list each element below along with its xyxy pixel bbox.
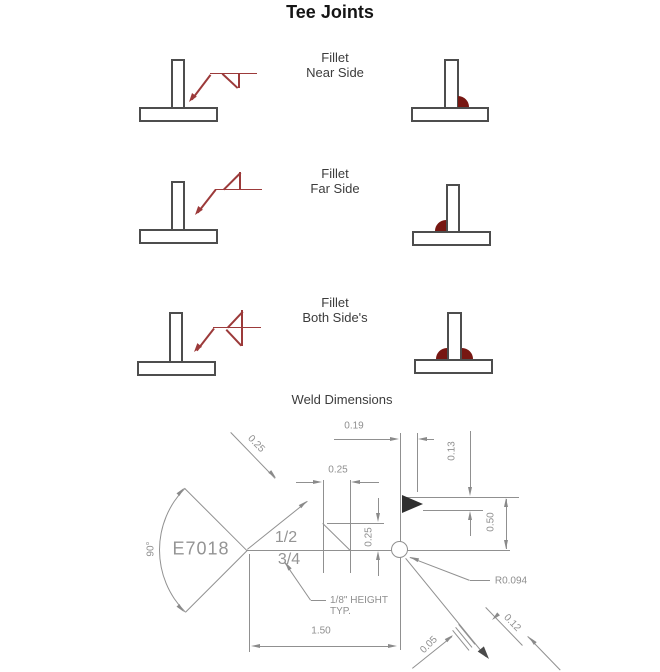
- weld-size-far-label: 3/4: [277, 551, 301, 568]
- tee-flange: [137, 361, 216, 376]
- row-label-far-side: Fillet Far Side: [270, 166, 400, 196]
- enlarged-arrowhead-icon: [402, 495, 423, 513]
- dimension-line: [258, 645, 390, 647]
- dim-arrowhead-icon: [251, 643, 260, 648]
- weld-symbol-reference-line: [215, 188, 262, 190]
- dim-arrow-tip-length-label: 0.12: [501, 612, 523, 634]
- dim-arrowhead-icon: [390, 436, 399, 441]
- dimension-line: [505, 499, 507, 549]
- dimension-line: [334, 438, 391, 440]
- extension-line: [323, 480, 324, 573]
- row-label-both-sides: Fillet Both Side's: [270, 295, 400, 325]
- dim-arrowhead-icon: [376, 512, 380, 522]
- extension-line: [417, 433, 418, 492]
- row-label-line2: Both Side's: [302, 310, 368, 325]
- tee-stem: [171, 181, 185, 231]
- dim-arrowhead-height-label: 0.13: [446, 441, 458, 461]
- fillet-symbol-leg: [241, 310, 243, 346]
- page-title: Tee Joints: [286, 2, 374, 22]
- dim-arrowhead-icon: [418, 436, 427, 441]
- dim-arrowhead-icon: [504, 539, 508, 549]
- weld-bead-far: [435, 220, 446, 231]
- dim-leg-width-label: 0.25: [328, 464, 348, 476]
- tee-stem: [169, 312, 183, 362]
- extension-line: [350, 480, 351, 573]
- arrowhead-bottom-line: [423, 509, 483, 511]
- fillet-symbol-hypotenuse: [221, 73, 239, 89]
- reference-line: [247, 549, 510, 551]
- weld-bead-right: [462, 348, 473, 359]
- row-label-near-side: Fillet Near Side: [270, 50, 400, 80]
- dim-arrowhead-icon: [527, 635, 537, 645]
- weld-symbol-arrowhead-icon: [192, 206, 203, 217]
- arrow-line-arrowhead-icon: [477, 645, 493, 662]
- dim-arrowhead-icon: [468, 486, 472, 496]
- electrode-label: E7018: [172, 538, 230, 559]
- dim-leg-height-label: 0.25: [363, 527, 375, 547]
- dimension-line: [426, 438, 434, 440]
- bend-radius-circle: [391, 541, 408, 558]
- dim-bend-radius-label: R0.094: [494, 575, 528, 587]
- tee-stem: [444, 59, 459, 109]
- dim-arrowhead-length-label: 0.19: [344, 420, 364, 432]
- weld-bead-near: [458, 96, 469, 107]
- tee-flange: [411, 107, 489, 122]
- angle-dimension-arc: [159, 462, 335, 638]
- fillet-symbol-leg: [239, 172, 241, 189]
- row-label-line1: Fillet: [321, 295, 349, 310]
- dim-arrowhead-icon: [313, 479, 322, 484]
- row-label-line2: Near Side: [306, 65, 364, 80]
- weld-size-near-label: 1/2: [274, 529, 298, 546]
- weld-dimensions-heading: Weld Dimensions: [291, 392, 393, 407]
- tee-stem: [446, 184, 460, 233]
- tee-stem: [171, 59, 185, 109]
- row-label-line1: Fillet: [321, 166, 349, 181]
- text-height-note: 1/8" HEIGHT TYP.: [330, 595, 388, 617]
- dim-reference-length-label: 1.50: [311, 625, 331, 637]
- fillet-symbol-leg: [238, 73, 240, 88]
- leader-line: [470, 579, 490, 581]
- arrowhead-top-line: [402, 496, 519, 498]
- dimension-line: [377, 559, 379, 576]
- dimension-line: [359, 481, 379, 483]
- dim-arrowhead-icon: [504, 497, 508, 507]
- row-label-line1: Fillet: [321, 50, 349, 65]
- weld-symbol-reference-line: [210, 72, 257, 74]
- weld-symbol-arrowhead-icon: [186, 93, 197, 104]
- dimension-line: [296, 481, 314, 483]
- weld-symbol-arrowhead-icon: [191, 343, 202, 354]
- dimension-line: [377, 498, 379, 514]
- tee-flange: [139, 107, 218, 122]
- tail-angle-label: 90°: [145, 541, 157, 557]
- weld-bead-left: [436, 348, 447, 359]
- text-height-note-line1: 1/8" HEIGHT: [330, 595, 389, 606]
- dim-arrowhead-icon: [388, 643, 397, 648]
- dim-offset-height-label: 0.50: [485, 512, 497, 532]
- dim-arrowhead-icon: [376, 550, 380, 560]
- tee-stem: [447, 312, 462, 361]
- dim-arrowhead-icon: [468, 510, 472, 520]
- extension-line: [327, 523, 384, 524]
- leader-arrowhead-icon: [409, 554, 420, 562]
- leader-line: [409, 557, 470, 581]
- row-label-line2: Far Side: [310, 181, 360, 196]
- text-height-note-line2: TYP.: [330, 606, 351, 617]
- leader-line: [311, 599, 326, 601]
- dim-arrowhead-icon: [351, 479, 360, 484]
- tee-flange: [412, 231, 491, 246]
- tee-flange: [139, 229, 218, 244]
- fillet-symbol-hypotenuse-lower: [225, 329, 243, 347]
- tee-flange: [414, 359, 493, 374]
- extension-line: [249, 554, 250, 652]
- dim-arrow-line-width-label: 0.05: [418, 634, 440, 656]
- weld-symbol-reference-line: [213, 326, 261, 328]
- dimension-line: [469, 431, 471, 488]
- dim-arrowhead-icon: [444, 632, 455, 642]
- dimension-line: [469, 519, 471, 536]
